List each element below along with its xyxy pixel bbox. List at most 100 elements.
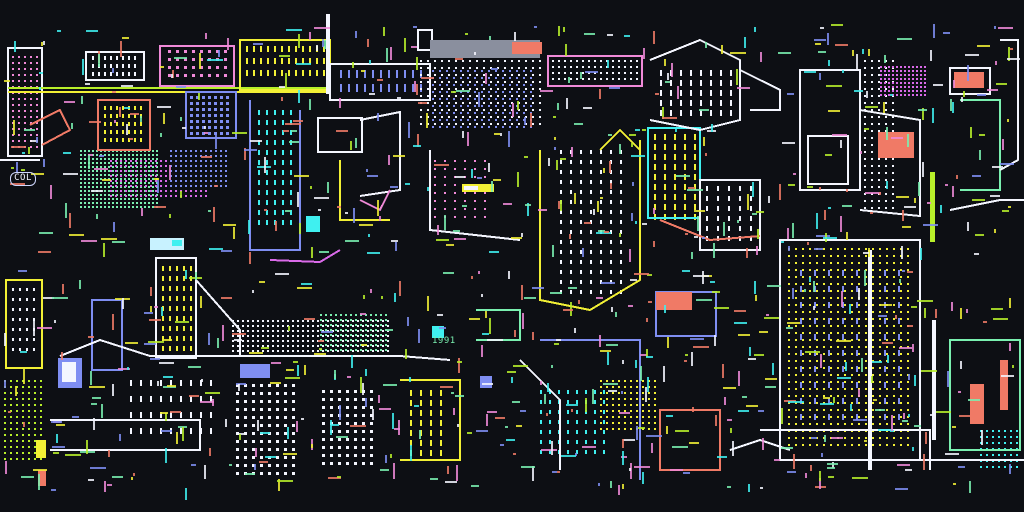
window xyxy=(338,454,341,457)
neon-fragment xyxy=(388,155,390,165)
neon-fragment xyxy=(125,342,138,344)
window xyxy=(892,200,894,202)
window xyxy=(252,330,254,332)
window xyxy=(242,345,244,347)
neon-fragment xyxy=(600,197,603,199)
window xyxy=(549,400,551,404)
neon-fragment xyxy=(505,426,508,428)
window xyxy=(84,166,86,168)
window xyxy=(12,62,14,64)
window xyxy=(267,325,269,327)
window xyxy=(140,198,142,200)
window xyxy=(886,297,888,299)
window xyxy=(160,380,162,386)
neon-fragment xyxy=(690,338,704,340)
window xyxy=(844,374,846,376)
window xyxy=(176,286,178,291)
window xyxy=(488,84,490,86)
window xyxy=(190,336,192,341)
neon-fragment xyxy=(609,161,611,173)
window xyxy=(180,165,182,167)
window xyxy=(802,367,804,369)
neon-fragment xyxy=(646,349,648,357)
tower-mint-low xyxy=(949,339,1021,451)
window xyxy=(886,395,888,397)
window xyxy=(274,210,276,215)
window xyxy=(236,408,239,411)
neon-fragment xyxy=(471,485,479,487)
tower-left xyxy=(7,47,43,157)
window xyxy=(795,416,797,418)
window xyxy=(370,446,373,449)
window xyxy=(214,108,217,111)
window xyxy=(560,230,562,234)
window xyxy=(175,155,177,157)
window xyxy=(490,95,492,97)
window xyxy=(380,334,382,336)
neon-fragment xyxy=(444,215,446,230)
window xyxy=(851,318,853,320)
window xyxy=(236,416,239,419)
window xyxy=(886,388,888,390)
window xyxy=(610,200,612,204)
window xyxy=(837,416,839,418)
window xyxy=(844,325,846,327)
window xyxy=(34,458,36,460)
neon-fragment xyxy=(140,116,142,122)
window xyxy=(885,193,887,195)
window xyxy=(160,175,162,177)
window xyxy=(467,126,469,128)
neon-fragment xyxy=(367,39,369,47)
ledge-right xyxy=(739,69,781,111)
neon-fragment xyxy=(792,223,794,238)
window xyxy=(140,206,142,208)
neon-fragment xyxy=(805,473,807,478)
window xyxy=(84,182,86,184)
window xyxy=(276,448,279,451)
neon-fragment xyxy=(279,55,290,57)
neon-fragment xyxy=(571,147,573,157)
window xyxy=(580,250,582,254)
window xyxy=(220,185,222,187)
window xyxy=(594,420,596,424)
tower-white-right xyxy=(699,179,761,251)
window xyxy=(40,398,42,400)
neon-fragment xyxy=(702,237,705,239)
window xyxy=(190,180,192,182)
window xyxy=(795,388,797,390)
window xyxy=(497,102,499,104)
window xyxy=(469,123,471,125)
window xyxy=(268,440,271,443)
window xyxy=(145,180,147,182)
window xyxy=(483,102,485,104)
window xyxy=(886,374,888,376)
window xyxy=(80,206,82,208)
neon-fragment xyxy=(554,147,556,150)
window xyxy=(828,286,830,292)
window xyxy=(169,266,171,271)
neon-fragment xyxy=(279,86,285,88)
window xyxy=(136,178,138,180)
window xyxy=(809,297,811,299)
window xyxy=(606,398,608,400)
window xyxy=(612,422,614,424)
window xyxy=(208,96,211,99)
window xyxy=(150,175,152,177)
window xyxy=(385,324,387,326)
neon-fragment xyxy=(977,94,986,96)
window xyxy=(717,206,719,211)
window xyxy=(165,170,167,172)
billboard-sky-accent xyxy=(172,240,182,246)
window xyxy=(36,68,38,70)
window xyxy=(140,130,142,134)
neon-fragment xyxy=(727,486,731,488)
window xyxy=(370,344,372,346)
neon-fragment xyxy=(618,485,620,495)
window xyxy=(878,200,880,202)
window xyxy=(588,78,590,80)
window xyxy=(128,56,130,60)
window xyxy=(448,88,450,90)
window xyxy=(654,144,656,150)
window xyxy=(112,154,114,156)
window xyxy=(620,220,622,224)
